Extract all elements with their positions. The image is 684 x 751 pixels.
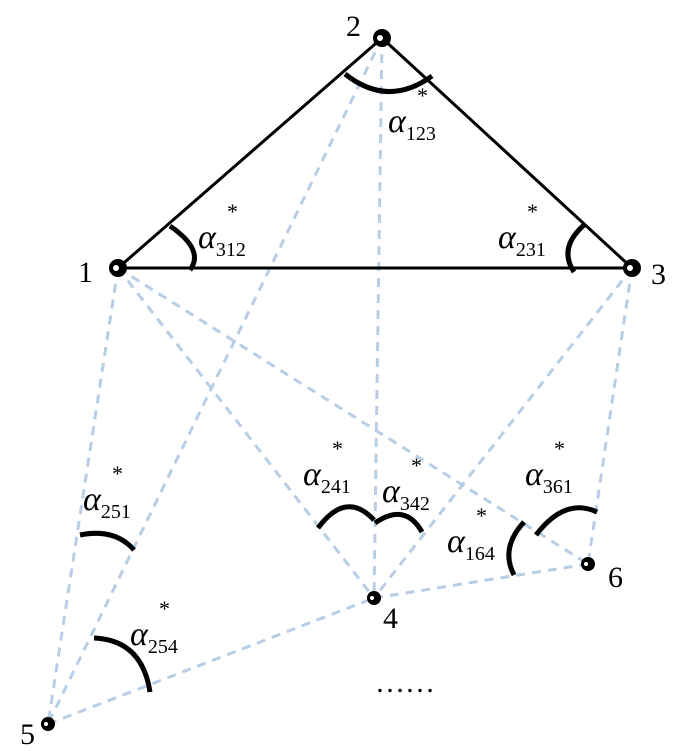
angle-label-a231: α231* bbox=[498, 199, 546, 261]
solid-edge-2-3 bbox=[380, 36, 634, 270]
dashed-edge-2-5 bbox=[46, 37, 384, 725]
arc-a251 bbox=[79, 530, 136, 552]
arc-a241 bbox=[315, 504, 376, 530]
angle-label-a164: α164* bbox=[447, 503, 495, 565]
angle-arcs bbox=[79, 72, 599, 693]
node-2-highlight bbox=[377, 35, 383, 41]
dashed-edge-2-4 bbox=[372, 37, 384, 599]
node-label-5: 5 bbox=[20, 718, 35, 751]
dashed-edge-1-6 bbox=[117, 266, 589, 566]
angle-label-a361: α361* bbox=[525, 436, 573, 498]
solid-edges bbox=[117, 36, 634, 270]
node-label-1: 1 bbox=[78, 256, 93, 289]
dashed-edge-1-5 bbox=[46, 267, 120, 725]
dashed-edge-4-6 bbox=[373, 562, 589, 600]
arc-a361 bbox=[534, 505, 599, 537]
arc-a254 bbox=[93, 635, 153, 693]
solid-edge-1-2 bbox=[117, 36, 383, 270]
node-1-highlight bbox=[113, 265, 119, 271]
node-label-4: 4 bbox=[383, 602, 398, 635]
dashed-edges bbox=[46, 37, 634, 726]
angle-label-a312: α312* bbox=[198, 199, 246, 261]
arc-a312 bbox=[168, 223, 197, 272]
arc-a231 bbox=[565, 223, 586, 274]
arc-a123 bbox=[343, 72, 434, 94]
dashed-edge-3-4 bbox=[372, 267, 634, 599]
node-5-highlight bbox=[44, 722, 48, 726]
node-dots bbox=[41, 29, 641, 731]
node-labels: 1 2 3 4 5 6 bbox=[20, 10, 666, 751]
arc-a164 bbox=[506, 520, 526, 577]
angle-label-a123: α123* bbox=[388, 83, 436, 145]
angle-labels: α123* α312* α231* α251* α241* α342* α361… bbox=[83, 83, 573, 658]
ellipsis: …… bbox=[375, 666, 435, 699]
angle-label-a251: α251* bbox=[83, 461, 131, 523]
arc-a342 bbox=[373, 511, 425, 534]
angle-label-a254: α254* bbox=[130, 596, 178, 658]
dashed-edge-5-4 bbox=[47, 596, 375, 726]
node-label-6: 6 bbox=[608, 561, 623, 594]
node-3-highlight bbox=[627, 265, 633, 271]
node-4-highlight bbox=[370, 596, 374, 600]
node-6-highlight bbox=[584, 562, 588, 566]
node-label-3: 3 bbox=[651, 258, 666, 291]
dashed-edge-3-6 bbox=[586, 267, 634, 565]
dashed-edge-1-4 bbox=[116, 267, 376, 599]
angle-label-a241: α241* bbox=[303, 436, 351, 498]
node-label-2: 2 bbox=[346, 10, 361, 43]
angle-label-a342: α342* bbox=[382, 453, 430, 515]
